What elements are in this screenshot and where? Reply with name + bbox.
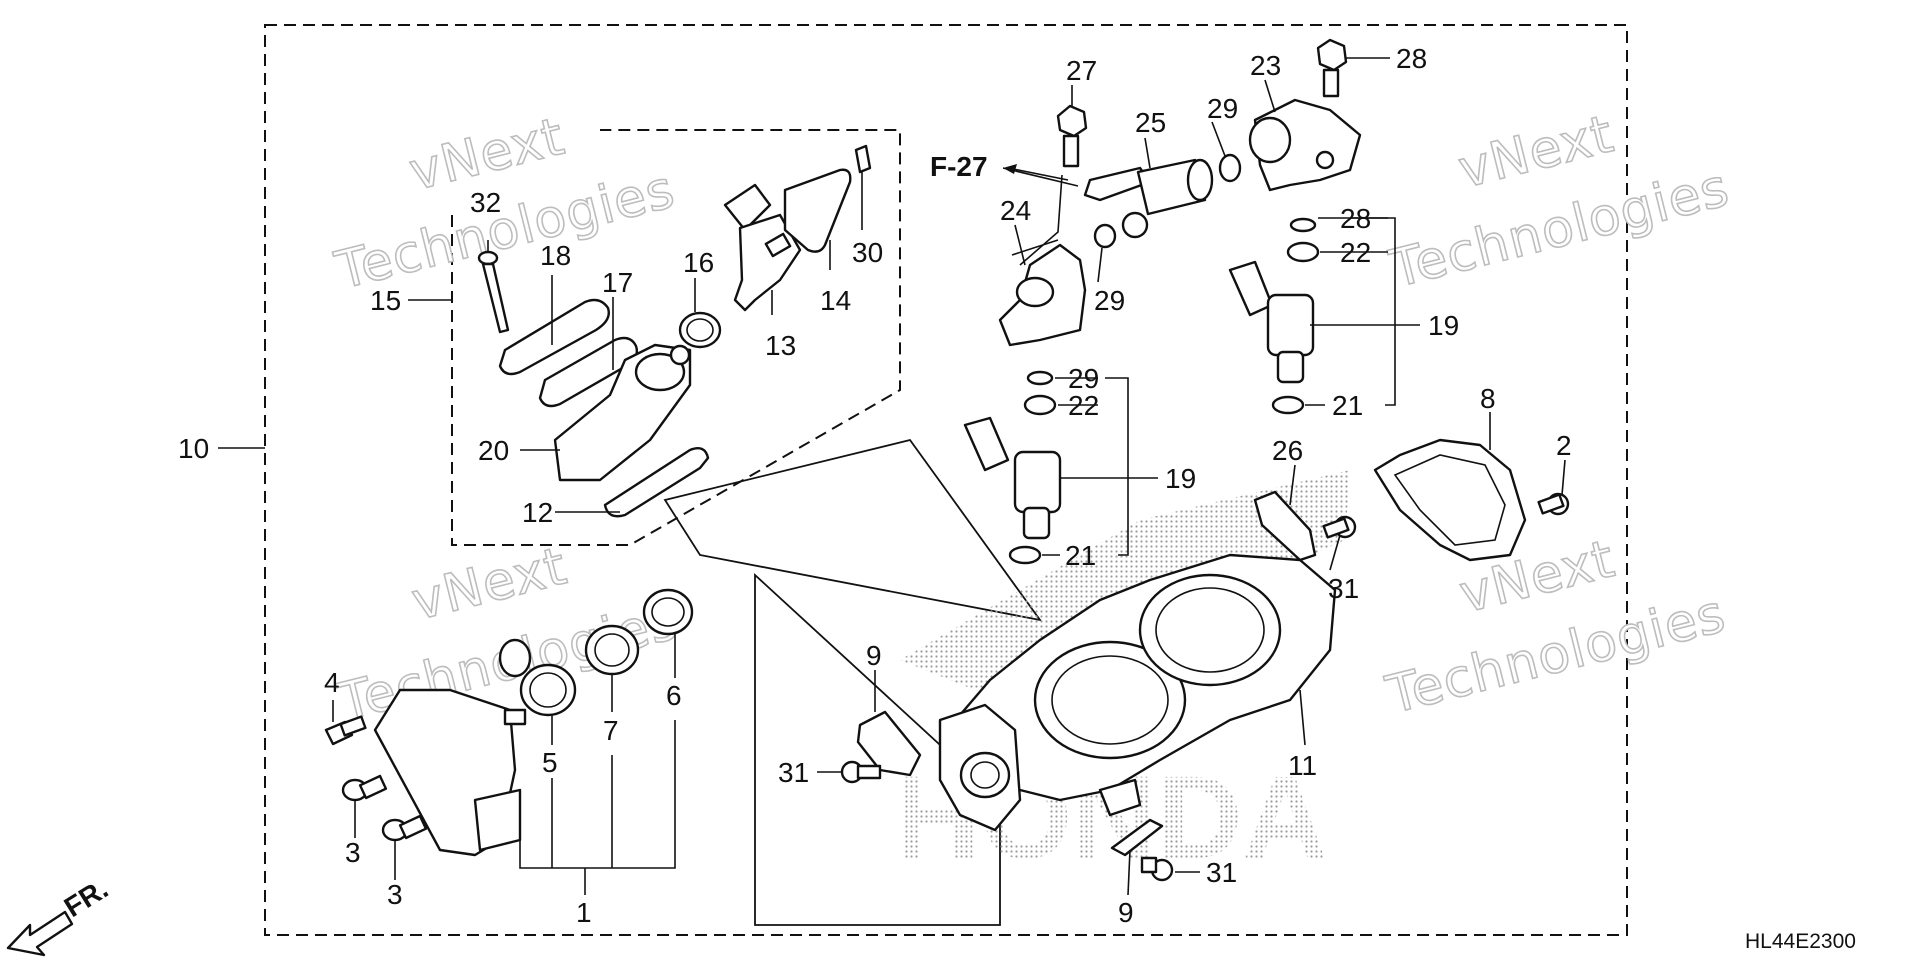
callout-23: 23	[1250, 50, 1281, 81]
part-31-bolt-left	[840, 760, 882, 784]
part-1-sensor-body	[373, 688, 527, 857]
part-24-holder	[998, 243, 1087, 347]
callout-4: 4	[324, 667, 340, 698]
part-6-o-ring	[642, 588, 694, 636]
part-31-bolt-lower	[1140, 856, 1174, 882]
detail-wedge-lower	[754, 572, 1001, 926]
assembly-frame	[264, 24, 1628, 936]
svg-text:vNext: vNext	[1453, 104, 1620, 200]
part-9-gasket-upper	[856, 710, 922, 777]
callout-9-lower: 9	[1118, 897, 1134, 928]
callout-13: 15	[370, 285, 401, 316]
part-22-seal-left	[1023, 394, 1057, 416]
callout-31-left: 31	[778, 757, 809, 788]
part-27-bolt-left	[1056, 104, 1088, 168]
callout-20: 20	[478, 435, 509, 466]
callout-16: 17	[602, 267, 633, 298]
callout-28-left: 29	[1068, 363, 1099, 394]
front-direction-arrow: FR.	[6, 873, 113, 957]
callout-27-left: 27	[1066, 55, 1097, 86]
callout-21-left: 21	[1065, 540, 1096, 571]
callout-24: 24	[1000, 195, 1031, 226]
callout-21-right: 21	[1332, 390, 1363, 421]
part-32-screw	[477, 250, 510, 334]
part-30-screw	[854, 144, 872, 174]
callout-10: 10	[178, 433, 209, 464]
part-2-bolt	[1537, 492, 1570, 516]
callout-31-right: 31	[1328, 573, 1359, 604]
callout-19-left: 19	[1165, 463, 1196, 494]
svg-text:vNext: vNext	[406, 536, 573, 632]
callout-1: 1	[576, 897, 592, 928]
part-12-gasket	[603, 447, 710, 518]
part-28-seal-left	[1026, 370, 1054, 386]
part-29-o-ring-right	[1218, 153, 1242, 183]
callout-22-left: 22	[1068, 390, 1099, 421]
part-5-o-ring	[498, 638, 577, 717]
part-19-injector-left	[963, 416, 1062, 540]
callout-3-upper: 3	[345, 837, 361, 868]
part-8-cover	[1373, 438, 1527, 562]
part-23-holder	[1248, 98, 1362, 192]
part-21-seal-right	[1271, 395, 1305, 415]
part-28-seal-right	[1289, 217, 1317, 233]
callout-5: 5	[542, 747, 558, 778]
part-3-bolt-upper	[341, 774, 388, 802]
part-19-injector-right	[1228, 260, 1315, 384]
callout-28-right: 28	[1340, 203, 1371, 234]
callout-8: 8	[1480, 383, 1496, 414]
watermark-middle-left: vNext Technologies	[332, 536, 685, 735]
part-18-plate	[498, 298, 610, 376]
callout-15: 14	[820, 285, 851, 316]
callout-7: 7	[603, 715, 619, 746]
sub-assembly-frame-13	[451, 129, 901, 546]
leader-lines	[218, 57, 1566, 896]
part-3-bolt-lower	[381, 814, 428, 842]
callout-18: 18	[540, 240, 571, 271]
callout-14: 13	[765, 330, 796, 361]
part-21-seal-left	[1008, 545, 1042, 565]
callout-12: 12	[522, 497, 553, 528]
part-20-chamber	[553, 343, 692, 482]
part-11-throttle-body	[938, 553, 1337, 832]
callout-29-right: 29	[1207, 93, 1238, 124]
callout-31-lower: 31	[1206, 857, 1237, 888]
callout-22-right: 22	[1340, 237, 1371, 268]
reference-label: F-27	[930, 151, 988, 182]
callout-29-left: 29	[1094, 285, 1125, 316]
callout-11: 11	[1288, 750, 1317, 781]
callout-30: 30	[852, 237, 883, 268]
part-15-plate	[783, 168, 852, 253]
watermark-middle-right: vNext Technologies	[1379, 528, 1732, 727]
reference-arrow	[1002, 164, 1079, 187]
callout-3-lower: 3	[387, 879, 403, 910]
callout-32: 32	[470, 187, 501, 218]
callout-25: 25	[1135, 107, 1166, 138]
svg-text:Technologies: Technologies	[1384, 158, 1735, 300]
callout-27-right: 28	[1396, 43, 1427, 74]
part-4-bolt	[324, 715, 367, 746]
part-27-bolt-right	[1316, 38, 1348, 98]
svg-text:Technologies: Technologies	[1380, 584, 1731, 726]
part-7-clip	[584, 624, 640, 676]
diagram-code: HL44E2300	[1745, 930, 1856, 953]
callout-2: 2	[1556, 430, 1572, 461]
part-31-bolt-right	[1322, 515, 1357, 539]
callout-9-upper: 9	[866, 640, 882, 671]
part-29-o-ring-left	[1093, 223, 1117, 249]
part-9-gasket-lower	[1110, 818, 1164, 857]
part-26-plate	[1253, 490, 1317, 562]
part-22-seal-right	[1286, 241, 1320, 263]
callout-17: 16	[683, 247, 714, 278]
watermark-right: vNext Technologies	[1383, 103, 1736, 300]
part-25-joint	[1083, 158, 1214, 239]
callout-19-right: 19	[1428, 310, 1459, 341]
callout-6: 6	[666, 680, 682, 711]
part-17-o-ring	[678, 311, 722, 349]
callout-26: 26	[1272, 435, 1303, 466]
